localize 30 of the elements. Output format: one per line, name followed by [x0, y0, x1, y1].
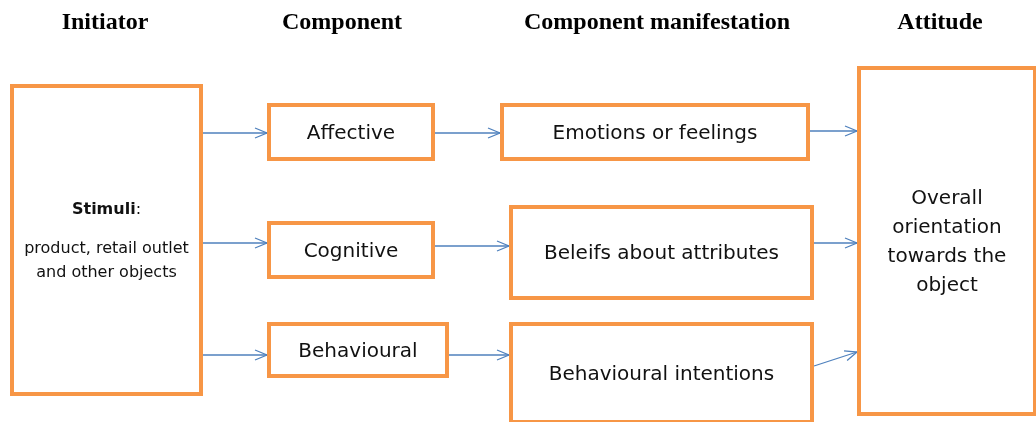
column-heading: Initiator	[61, 8, 149, 35]
process-box	[509, 205, 814, 300]
arrow	[809, 125, 858, 137]
box-text: Behavioural intentions	[548, 359, 775, 387]
box-text: product, retail outlet and other objects	[23, 237, 190, 283]
process-box	[509, 322, 814, 422]
arrow	[202, 127, 268, 139]
box-text: Overall orientation towards the object	[886, 184, 1008, 298]
column-heading: Attitude	[897, 8, 983, 35]
process-box	[10, 84, 203, 396]
arrow	[448, 349, 510, 361]
column-heading: Component manifestation	[524, 8, 790, 35]
process-box	[267, 221, 435, 279]
arrow	[434, 240, 510, 252]
process-box	[267, 103, 435, 161]
arrow	[813, 237, 858, 249]
box-text: Stimuli:	[71, 198, 142, 221]
arrow	[202, 349, 268, 361]
arrow	[434, 127, 501, 139]
box-text: Cognitive	[303, 236, 399, 264]
box-text: Beleifs about attributes	[544, 239, 779, 266]
box-text: Affective	[306, 118, 396, 146]
box-text: Emotions or feelings	[552, 118, 758, 146]
process-box	[267, 322, 449, 378]
column-heading: Component	[282, 8, 402, 35]
process-box	[500, 103, 810, 161]
process-box	[857, 66, 1036, 416]
arrow	[202, 237, 268, 249]
arrow	[813, 350, 858, 367]
box-text: Behavioural	[298, 336, 418, 364]
